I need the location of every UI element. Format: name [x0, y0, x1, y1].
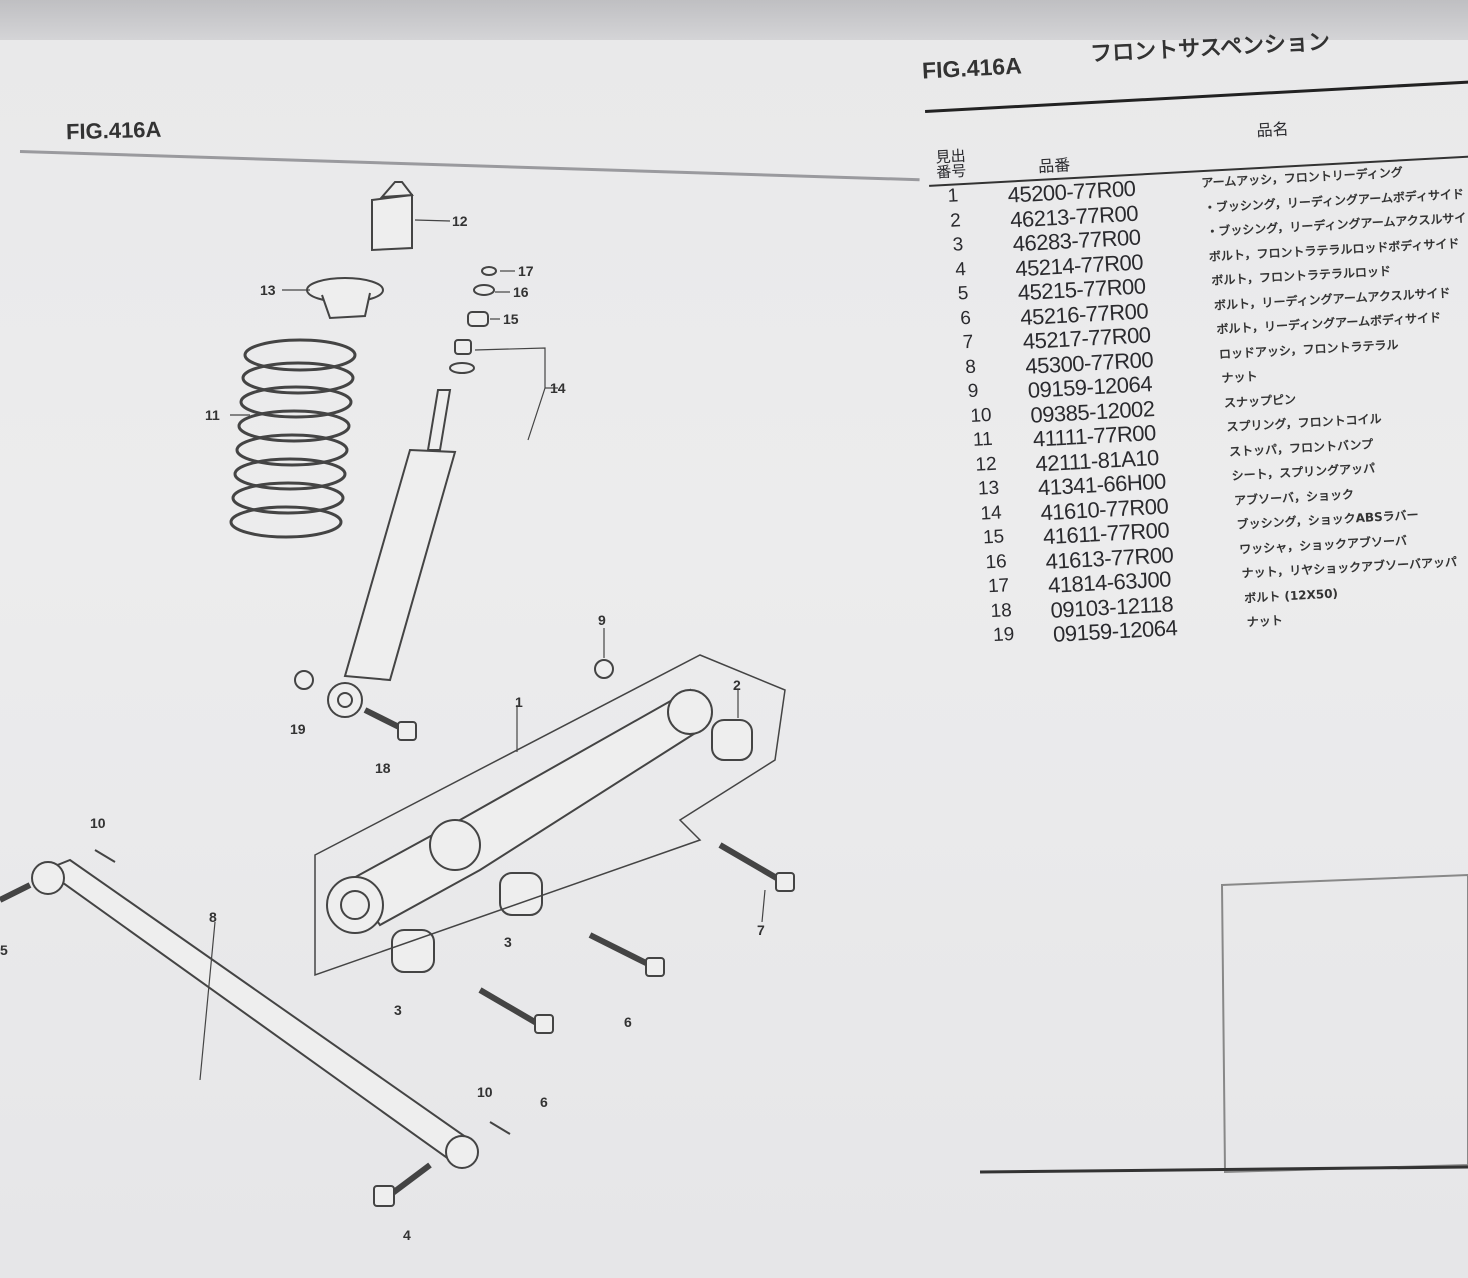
callout-3: 3	[504, 934, 512, 950]
callout-18: 18	[375, 760, 391, 776]
part-name-cell: ボルト (12X50)	[1243, 585, 1339, 605]
callout-6: 6	[624, 1014, 632, 1030]
shock-absorber	[327, 389, 457, 718]
callout-5: 5	[0, 942, 8, 958]
ref-no-cell: 4	[954, 258, 967, 281]
callout-10: 10	[90, 815, 106, 831]
part-name-cell: ストッパ，フロントバンプ	[1228, 436, 1374, 459]
ref-no-cell: 15	[982, 526, 1005, 549]
callout-8: 8	[209, 909, 217, 925]
header-part-no: 品番	[1037, 155, 1071, 176]
coil-spring	[229, 338, 357, 539]
callout-4: 4	[403, 1227, 411, 1243]
inset-frame	[1220, 873, 1468, 1174]
callout-14: 14	[550, 380, 566, 396]
ref-no-cell: 14	[979, 501, 1003, 525]
callout-3: 3	[394, 1002, 402, 1018]
callout-11: 11	[205, 407, 220, 423]
callout-17: 17	[518, 263, 534, 279]
callout-6: 6	[540, 1094, 548, 1110]
ref-no-cell: 7	[962, 331, 974, 354]
ref-no-cell: 13	[977, 477, 1000, 500]
ref-no-cell: 5	[957, 282, 969, 305]
ref-no-cell: 6	[959, 307, 972, 329]
callout-19: 19	[290, 721, 306, 737]
callout-10: 10	[477, 1084, 493, 1100]
ref-no-cell: 8	[964, 356, 977, 378]
ref-no-cell: 9	[967, 380, 980, 403]
callout-16: 16	[513, 284, 529, 300]
ref-no-cell: 16	[984, 550, 1008, 573]
ref-no-cell: 3	[952, 234, 964, 256]
ref-no-cell: 11	[972, 428, 994, 451]
assembly-outline	[314, 654, 786, 977]
callout-2: 2	[733, 677, 741, 693]
callout-12: 12	[452, 213, 468, 229]
header-ref-no: 見出番号	[935, 146, 967, 182]
part-name-cell: アブソーバ，ショック	[1233, 486, 1355, 508]
callout-15: 15	[503, 311, 519, 327]
callout-1: 1	[515, 694, 523, 710]
ref-no-cell: 18	[990, 599, 1013, 622]
ref-no-cell: 1	[947, 185, 959, 207]
ref-no-cell: 19	[992, 623, 1015, 647]
callout-9: 9	[598, 612, 606, 628]
ref-no-cell: 12	[974, 453, 998, 476]
callout-7: 7	[757, 922, 765, 938]
callout-13: 13	[260, 282, 276, 298]
part-name-cell: ナット	[1221, 369, 1258, 386]
ref-no-cell: 10	[969, 404, 993, 427]
ref-no-cell: 17	[987, 575, 1010, 598]
lateral-rod	[31, 858, 479, 1169]
part-name-cell: スナップピン	[1223, 391, 1297, 410]
part-name-cell: ナット	[1246, 613, 1284, 630]
header-name: 品名	[1256, 119, 1290, 141]
bump-stopper	[371, 193, 413, 252]
ref-no-cell: 2	[949, 209, 962, 232]
part-name-cell: シート，スプリングアッパ	[1231, 461, 1376, 483]
leading-arm	[326, 688, 713, 934]
